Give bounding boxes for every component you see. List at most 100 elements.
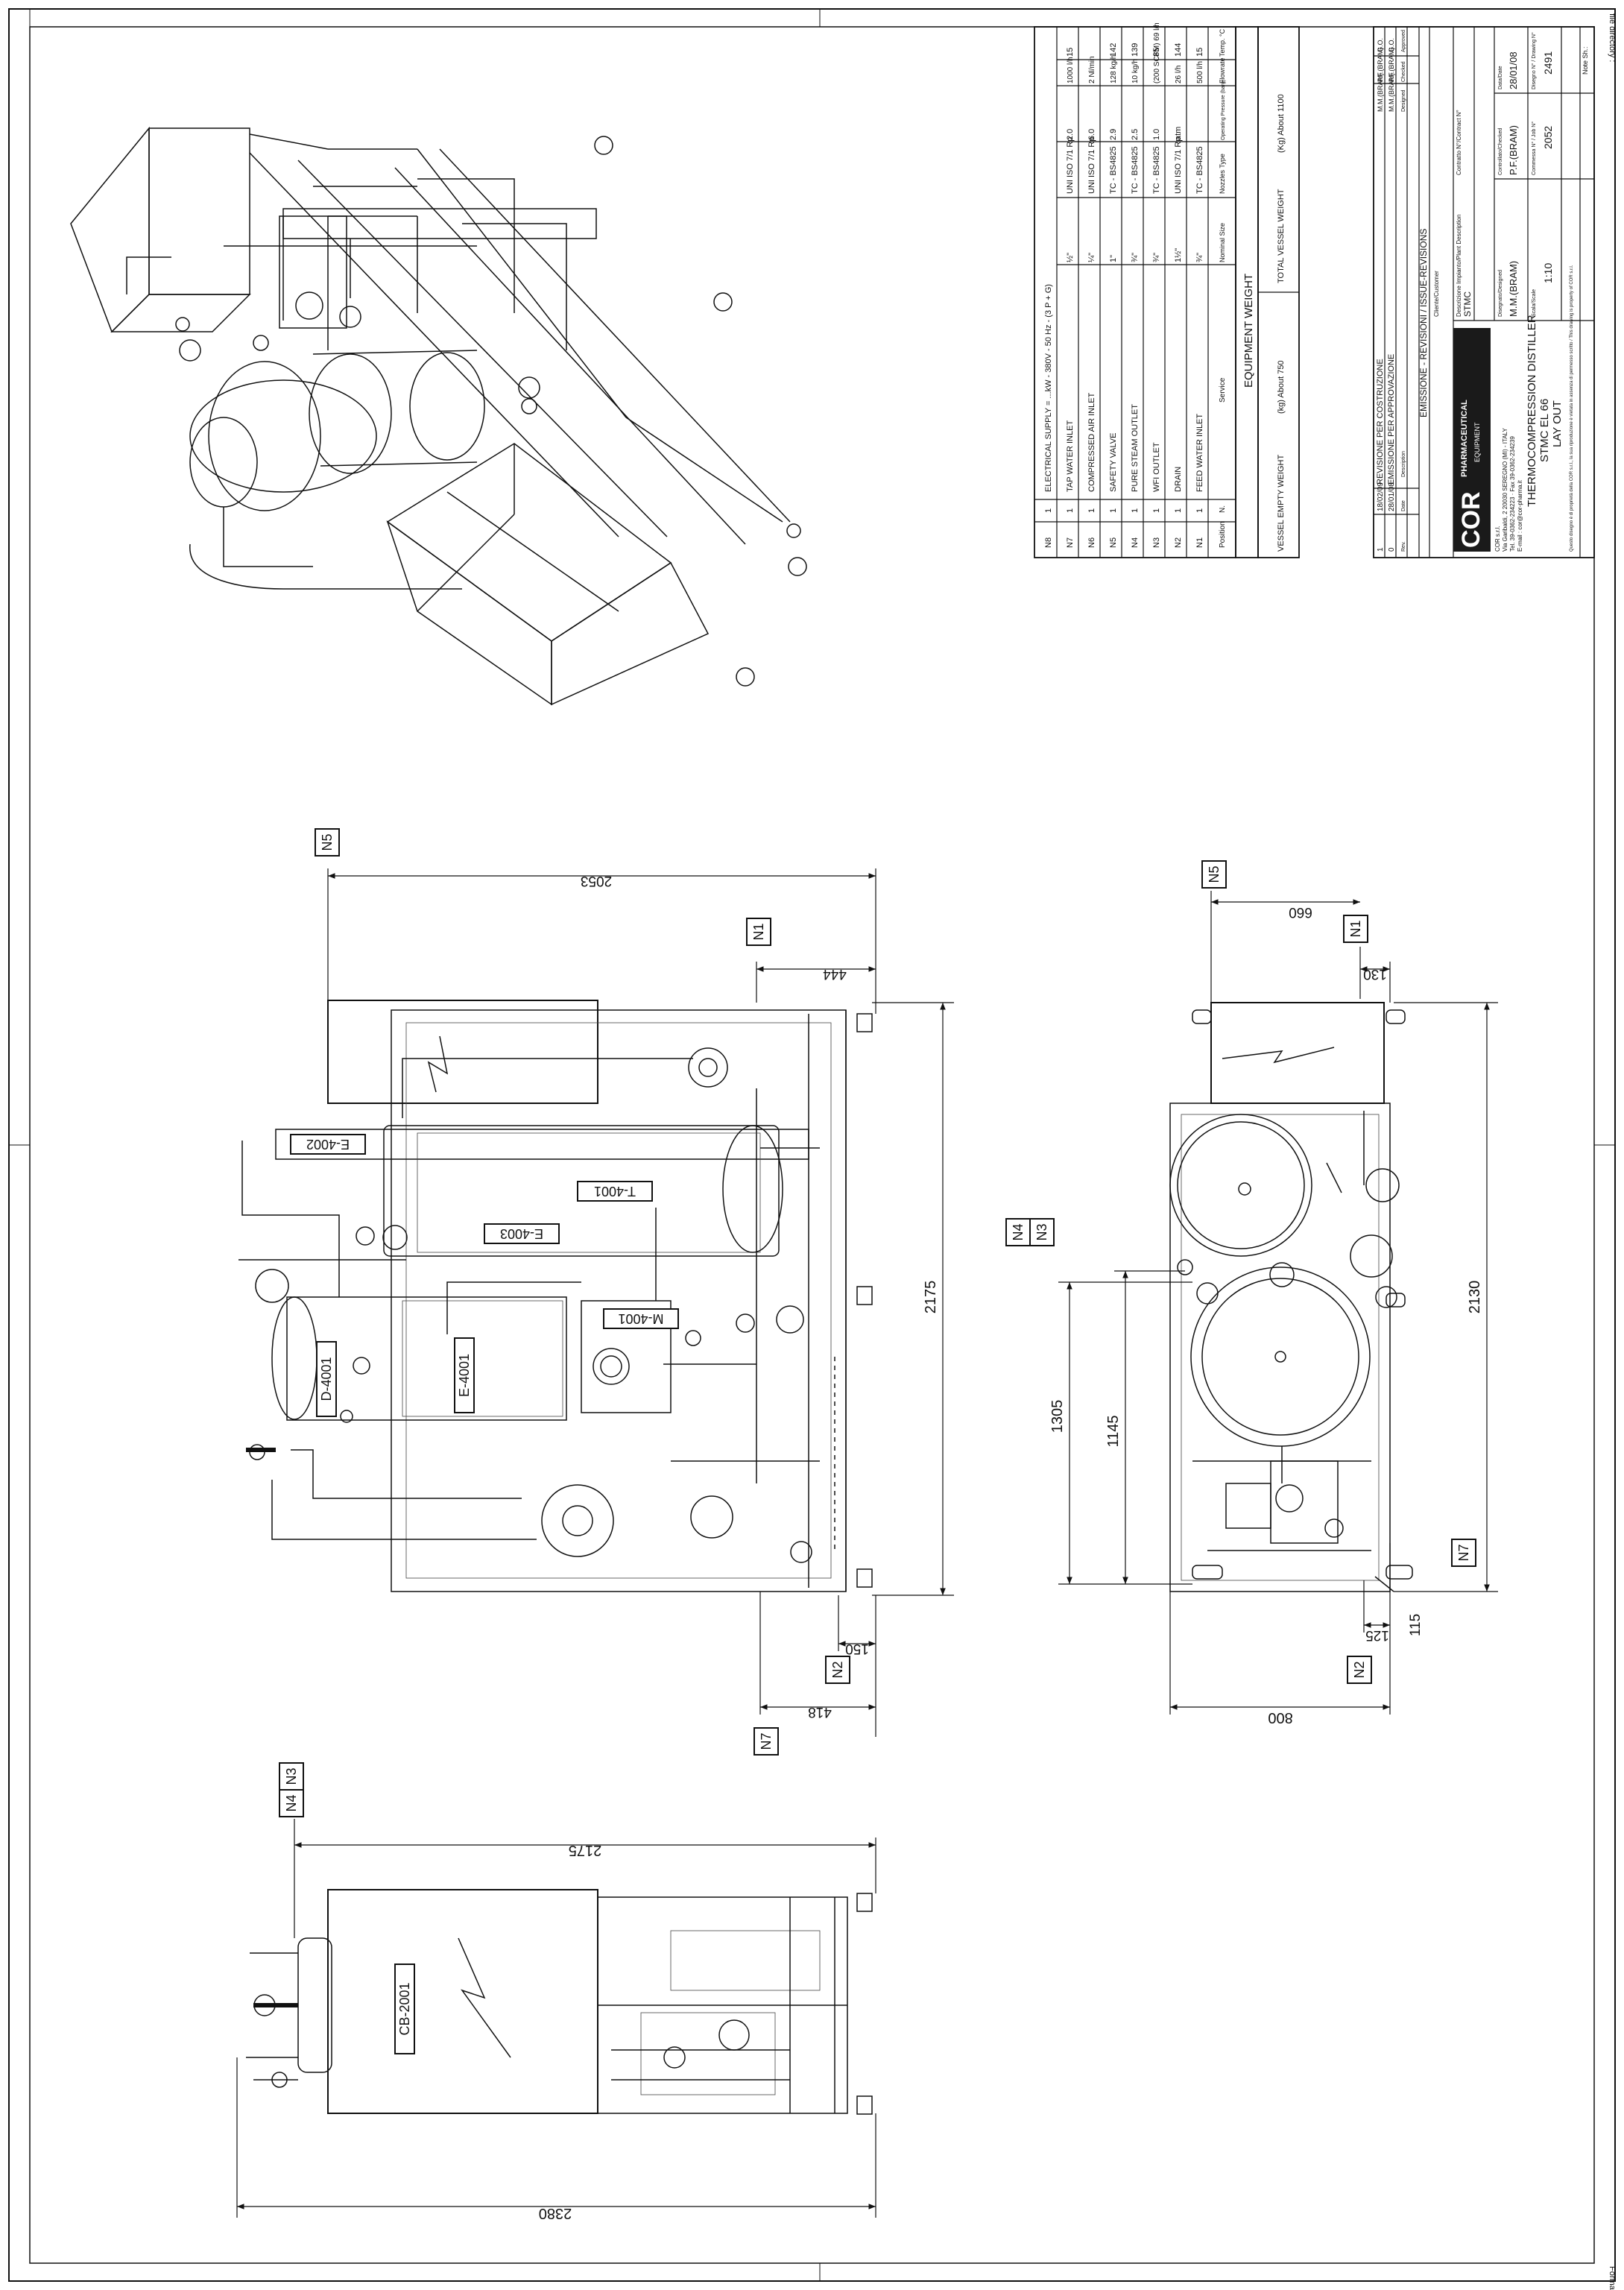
empty-weight-label: VESSEL EMPTY WEIGHT <box>1277 455 1286 552</box>
nozzle-row-n7-pressure: 2.0 <box>1066 129 1075 140</box>
nozzle-row-n2-pos: N2 <box>1174 537 1183 548</box>
tag-e-4002: E-4002 <box>306 1137 350 1152</box>
hdr-position: Position <box>1219 521 1227 548</box>
description-value: STMC <box>1462 291 1473 317</box>
nozzle-row-n7-service: TAP WATER INLET <box>1066 420 1075 492</box>
nozzle-row-n5-pressure: 2.9 <box>1109 129 1118 140</box>
dim-130: 130 <box>1363 966 1387 982</box>
tag-n3-plan: N3 <box>1034 1223 1049 1240</box>
designed-label: Disegnato/Designed <box>1498 270 1503 317</box>
nozzle-row-n1-pos: N1 <box>1195 537 1204 548</box>
rev-1-designed: M.M.(BRAM) <box>1377 73 1384 112</box>
dim-2053: 2053 <box>581 873 612 889</box>
nozzle-row-n7-temp: 15 <box>1066 48 1075 57</box>
rev-hdr-approved: Approved <box>1401 30 1406 52</box>
nozzle-row-n1-type: TC - BS4825 <box>1195 146 1204 194</box>
rev-hdr-desc: Description <box>1401 451 1406 477</box>
front-view-dimensions <box>236 1819 876 2218</box>
side-view-dimensions <box>327 868 954 1737</box>
tag-n3-front: N3 <box>284 1767 299 1785</box>
nozzle-row-n2-service: DRAIN <box>1174 467 1183 492</box>
dim-660: 660 <box>1289 904 1312 920</box>
nozzle-row-n4-size: ¾" <box>1131 253 1140 262</box>
nozzle-row-n3-type: TC - BS4825 <box>1152 146 1161 194</box>
tag-d-4001: D-4001 <box>319 1357 334 1401</box>
dim-2175-side: 2175 <box>923 1281 939 1314</box>
nozzle-row-n1-service: FEED WATER INLET <box>1195 414 1204 492</box>
side-view-tags: E-4002 T-4001 E-4003 M-4001 D-4001 E-400… <box>290 1134 679 1417</box>
tag-n4-front: N4 <box>284 1794 299 1811</box>
tag-cb-2001: CB-2001 <box>397 1982 412 2035</box>
revision-texts: 1 18/02/09 REVISIONE PER COSTRUZIONE M.M… <box>1376 30 1429 552</box>
nozzle-row-n5-n: 1 <box>1109 508 1118 513</box>
tag-n5-plan: N5 <box>1207 865 1222 883</box>
isometric-view <box>70 126 807 706</box>
nozzle-row-n7-flow: 1000 l/h <box>1067 57 1075 83</box>
hdr-type: Nozzles Type <box>1219 154 1226 194</box>
scale-label: Scala/Scale <box>1532 289 1537 317</box>
nozzle-row-n7-n: 1 <box>1066 508 1075 513</box>
nozzle-row-n3-service: WFI OUTLET <box>1152 442 1161 492</box>
checked-label: Controllato/Checked <box>1498 127 1503 175</box>
tag-n2-side: N2 <box>830 1661 845 1678</box>
nozzle-row-n3-pos: N3 <box>1152 537 1161 548</box>
nozzle-row-n6-flow: 2 Nl/min <box>1088 56 1096 83</box>
nozzle-row-n3-temp: 85 <box>1152 48 1161 57</box>
rev-0: 0 <box>1388 547 1396 552</box>
dim-2130: 2130 <box>1467 1281 1483 1314</box>
nozzle-row-n3-size: ¾" <box>1152 253 1161 262</box>
plan-view-dimensions <box>1058 891 1498 1715</box>
copyright-note: Questo disegno è di proprietà della COR … <box>1570 265 1574 552</box>
nozzle-row-n4-service: PURE STEAM OUTLET <box>1131 404 1140 492</box>
designed-value: M.M.(BRAM) <box>1508 261 1519 317</box>
drawing-no-value: 2491 <box>1542 51 1554 75</box>
plan-view <box>1169 1002 1413 1592</box>
nozzle-table <box>1034 26 1300 558</box>
side-view-dimension-labels: 2053 444 2175 150 418 <box>581 873 939 1720</box>
nozzle-row-n4-flow: 10 kg/h <box>1131 59 1140 83</box>
drawing-title-2: STMC EL 66 <box>1538 399 1551 462</box>
nozzle-row-n4-n: 1 <box>1131 508 1140 513</box>
dim-2175-front: 2175 <box>569 1842 602 1858</box>
rev-0-approved: G.O. <box>1388 38 1395 52</box>
nozzle-row-n7-type: UNI ISO 7/1 Rp <box>1066 137 1075 194</box>
hdr-pressure: Operating Pressure (barg) <box>1221 80 1226 140</box>
rev-0-desc: EMISSIONE PER APPROVAZIONE <box>1387 354 1396 485</box>
tag-n1-plan: N1 <box>1348 920 1363 937</box>
nozzle-table-header: Position N. Service Nominal Size Nozzles… <box>1219 28 1286 552</box>
description-label: Descrizione Impianto/Plant Description <box>1456 215 1462 317</box>
nozzle-row-n5-pos: N5 <box>1109 537 1118 548</box>
dim-444: 444 <box>823 966 847 982</box>
file-directory-note: file directory : <box>1608 13 1617 62</box>
front-view-tags: CB-2001 N3 N4 <box>279 1762 415 2054</box>
rev-1-approved: G.O. <box>1377 38 1384 52</box>
rev-0-designed: M.M.(BRAM) <box>1388 73 1395 112</box>
nozzle-row-n8-service: ELECTRICAL SUPPLY = ...kW - 380V - 50 Hz… <box>1044 284 1053 492</box>
dim-1305: 1305 <box>1049 1400 1066 1433</box>
cor-logo-line1: PHARMACEUTICAL <box>1460 400 1469 477</box>
revisions-title: EMISSIONE - REVISIONI / ISSUE-REVISIONS <box>1418 229 1429 417</box>
nozzle-row-n6-type: UNI ISO 7/1 Rp <box>1087 137 1096 194</box>
rev-0-date: 28/01/08 <box>1388 482 1396 511</box>
hdr-service: Service <box>1219 377 1227 403</box>
nozzle-row-n5-flow: 128 kg/h <box>1110 55 1118 83</box>
nozzle-row-n4-pressure: 2.5 <box>1131 129 1140 140</box>
total-weight-value: (Kg) About 1100 <box>1277 94 1286 153</box>
nozzle-row-n6-service: COMPRESSED AIR INLET <box>1087 392 1096 492</box>
equipment-weight-title: EQUIPMENT WEIGHT <box>1242 274 1255 388</box>
nozzle-row-n1-temp: 15 <box>1195 48 1204 57</box>
nozzle-row-n6-pos: N6 <box>1087 537 1096 548</box>
drawing-no-label: Disegno N° / Drawing N° <box>1531 32 1537 89</box>
nozzle-row-n1-n: 1 <box>1195 508 1204 513</box>
nozzle-row-n3-n: 1 <box>1152 508 1161 513</box>
rev-hdr-checked: Checked <box>1401 61 1406 82</box>
client-label: Cliente/Customer <box>1433 271 1440 317</box>
job-value: 2052 <box>1542 126 1554 149</box>
tag-e-4003: E-4003 <box>500 1226 543 1241</box>
empty-weight-value: (kg) About 750 <box>1277 360 1286 414</box>
format-label: Format A1 <box>1608 2266 1617 2290</box>
title-block <box>1373 26 1595 558</box>
dim-418: 418 <box>808 1704 832 1720</box>
